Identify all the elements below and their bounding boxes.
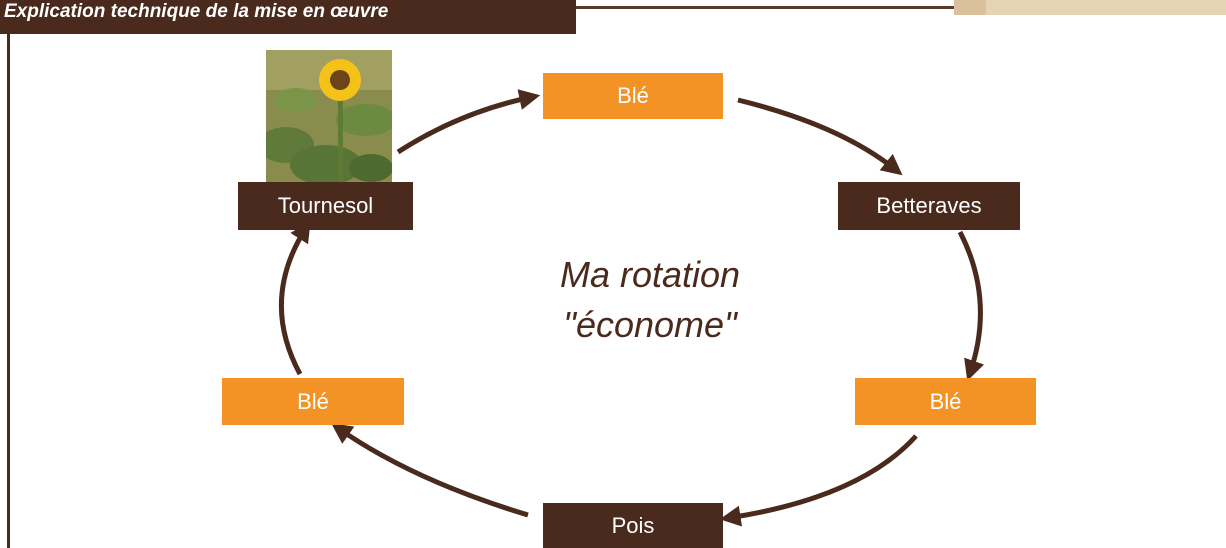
center-title-line1: Ma rotation <box>559 254 741 295</box>
header-corner-accent <box>986 0 1226 15</box>
center-title-line2: "économe" <box>563 304 737 345</box>
node-ble-left: Blé <box>222 378 404 425</box>
header-divider <box>576 6 954 9</box>
arrow-ble-to-pois <box>719 434 918 527</box>
arrow-tournesol-to-ble <box>396 89 541 155</box>
node-betteraves: Betteraves <box>838 182 1020 230</box>
node-pois: Pois <box>543 503 723 548</box>
arrow-betteraves-to-ble <box>957 230 985 381</box>
node-ble-top-label: Blé <box>617 83 649 108</box>
node-ble-top: Blé <box>543 73 723 119</box>
arrow-ble-to-tournesol <box>278 220 311 376</box>
node-ble-right: Blé <box>855 378 1036 425</box>
node-tournesol: Tournesol <box>238 182 413 230</box>
sunflower-image <box>266 50 392 182</box>
node-ble-right-label: Blé <box>929 388 962 414</box>
left-margin-rule <box>7 34 10 548</box>
arrow-pois-to-ble <box>331 423 529 518</box>
node-pois-label: Pois <box>611 512 655 538</box>
header-tab: Explication technique de la mise en œuvr… <box>0 0 576 34</box>
node-betteraves-label: Betteraves <box>876 193 982 218</box>
header-title: Explication technique de la mise en œuvr… <box>4 1 389 22</box>
arrow-ble-to-betteraves <box>737 97 903 176</box>
node-ble-left-label: Blé <box>297 388 329 414</box>
node-tournesol-label: Tournesol <box>277 193 374 218</box>
center-title: Ma rotation "économe" <box>455 250 845 350</box>
sunflower-photo <box>266 50 392 182</box>
